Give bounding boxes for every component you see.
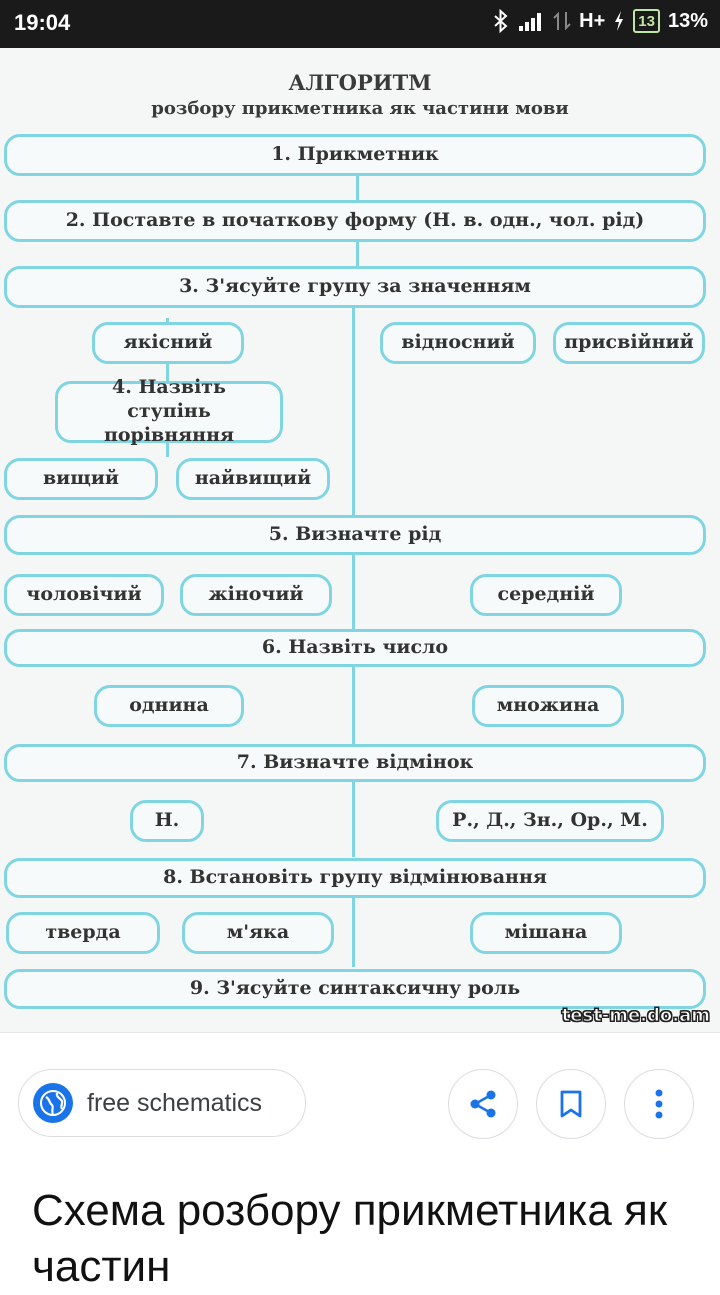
scheme-title: АЛГОРИТМ — [288, 70, 432, 95]
source-chip-label: free schematics — [87, 1088, 263, 1117]
scheme-image[interactable]: АЛГОРИТМ розбору прикметника як частини … — [0, 48, 720, 1032]
step-1: 1. Прикметник — [4, 134, 706, 176]
option-vidnosnyi: відносний — [380, 322, 536, 364]
option-cholovichyi: чоловічий — [4, 574, 164, 616]
network-type: H+ — [579, 9, 606, 32]
step-2: 2. Поставте в початкову форму (Н. в. одн… — [4, 200, 706, 242]
step-6: 6. Назвіть число — [4, 629, 706, 667]
option-mishana: мішана — [470, 912, 622, 954]
connector-line — [356, 176, 359, 202]
connector-line — [352, 553, 355, 631]
signal-icon — [519, 13, 542, 31]
data-transfer-icon — [553, 11, 571, 31]
option-vyshchyi: вищий — [4, 458, 158, 500]
status-icons: H+ 13 13% — [493, 9, 708, 33]
connector-line — [352, 781, 355, 857]
bluetooth-icon — [494, 9, 508, 33]
scheme-subtitle: розбору прикметника як частини мови — [151, 98, 569, 119]
option-n: Н. — [130, 800, 204, 842]
option-serednii: середній — [470, 574, 622, 616]
option-prysviinyi: присвійний — [553, 322, 705, 364]
option-naivyshchyi: найвищий — [176, 458, 330, 500]
status-time: 19:04 — [14, 10, 71, 35]
more-options-button[interactable] — [624, 1069, 694, 1139]
battery-percent: 13% — [667, 9, 708, 32]
step-7: 7. Визначте відмінок — [4, 744, 706, 782]
globe-icon — [33, 1083, 73, 1123]
image-caption: Схема розбору прикметника як частин — [32, 1186, 668, 1291]
battery-icon: 13 — [633, 9, 660, 33]
charging-icon — [615, 11, 624, 31]
option-yakisnyi: якісний — [92, 322, 244, 364]
connector-line — [166, 361, 169, 383]
source-chip[interactable]: free schematics — [18, 1069, 306, 1137]
step-4: 4. Назвіть ступінь порівняння — [55, 376, 283, 446]
connector-line — [352, 897, 355, 967]
step-9: 9. З'ясуйте синтаксичну роль — [4, 969, 706, 1009]
share-icon — [470, 1090, 496, 1118]
option-tverda: тверда — [6, 912, 160, 954]
step-3: 3. З'ясуйте групу за значенням — [4, 266, 706, 308]
status-bar: 19:04 H+ 13 13% — [0, 0, 720, 48]
image-info-panel: free schematics Схема розбору прикметник… — [0, 1032, 720, 1291]
option-zhinochyi: жіночий — [180, 574, 332, 616]
option-odnyna: однина — [94, 685, 244, 727]
share-button[interactable] — [448, 1069, 518, 1139]
option-mnozhyna: множина — [472, 685, 624, 727]
bookmark-icon — [560, 1090, 582, 1118]
connector-line — [352, 307, 355, 515]
watermark: test-me.do.am — [561, 1005, 710, 1027]
option-cases: Р., Д., Зн., Ор., М. — [436, 800, 664, 842]
option-miaka: м'яка — [182, 912, 334, 954]
connector-line — [356, 241, 359, 267]
save-button[interactable] — [536, 1069, 606, 1139]
connector-line — [166, 443, 169, 457]
connector-line — [352, 666, 355, 746]
more-vert-icon — [655, 1089, 663, 1119]
battery-level: 13 — [638, 12, 655, 30]
step-8: 8. Встановіть групу відмінювання — [4, 858, 706, 898]
step-5: 5. Визначте рід — [4, 515, 706, 555]
